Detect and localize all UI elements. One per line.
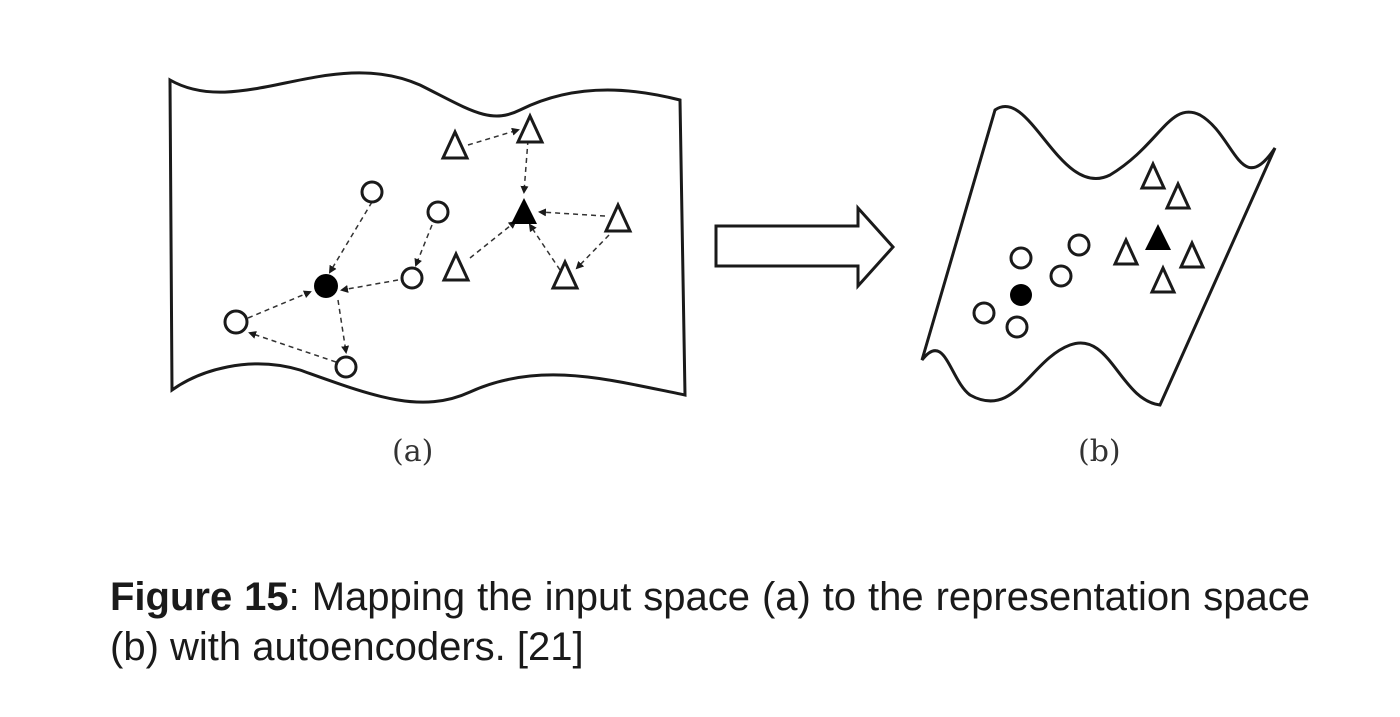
open-triangle-point xyxy=(441,250,471,282)
open-circle-point xyxy=(1067,233,1091,257)
open-triangle-point xyxy=(550,258,580,290)
circle-points-a xyxy=(223,180,450,379)
open-triangle-point xyxy=(440,128,470,160)
open-triangle-point xyxy=(603,201,633,233)
open-triangle-point xyxy=(1178,239,1206,269)
link-arrow xyxy=(538,208,606,217)
figure-number: Figure 15 xyxy=(110,575,289,619)
triangle-points-b xyxy=(1112,160,1206,294)
representation-space-sheet xyxy=(920,105,1277,407)
caption-text: : Mapping the input space (a) to the rep… xyxy=(110,575,1310,669)
neighbor-links xyxy=(247,127,610,363)
open-triangle-point xyxy=(1149,264,1177,294)
open-circle-point xyxy=(400,266,424,290)
link-arrow xyxy=(469,220,517,259)
link-arrow xyxy=(414,224,433,267)
panel-a-label: (a) xyxy=(392,434,434,469)
open-circle-point xyxy=(223,309,249,335)
open-triangle-point xyxy=(515,112,545,144)
filled-triangle-center xyxy=(511,198,537,224)
mapping-arrow xyxy=(714,204,896,290)
link-arrow xyxy=(328,201,373,274)
link-arrow xyxy=(247,290,312,319)
panel-b-label: (b) xyxy=(1078,434,1121,469)
filled-triangle-center xyxy=(1145,224,1171,250)
triangle-points-a xyxy=(440,112,633,290)
open-circle-point xyxy=(1005,315,1029,339)
open-circle-point xyxy=(334,355,358,379)
link-arrow xyxy=(575,234,610,270)
open-circle-point xyxy=(972,301,996,325)
link-arrow xyxy=(528,223,561,271)
filled-circle-center xyxy=(1010,284,1032,306)
filled-circle-center xyxy=(314,274,338,298)
representation-space-panel xyxy=(920,105,1277,407)
link-arrow xyxy=(248,331,337,363)
open-circle-point xyxy=(1009,246,1033,270)
input-space-panel xyxy=(168,71,687,404)
open-circle-point xyxy=(426,200,450,224)
open-circle-point xyxy=(1049,264,1073,288)
open-triangle-point xyxy=(1112,236,1140,266)
link-arrow xyxy=(340,279,399,293)
open-circle-point xyxy=(360,180,384,204)
figure-caption: Figure 15: Mapping the input space (a) t… xyxy=(110,572,1310,672)
circle-points-b xyxy=(972,233,1091,339)
open-triangle-point xyxy=(1164,180,1192,210)
open-triangle-point xyxy=(1139,160,1167,190)
